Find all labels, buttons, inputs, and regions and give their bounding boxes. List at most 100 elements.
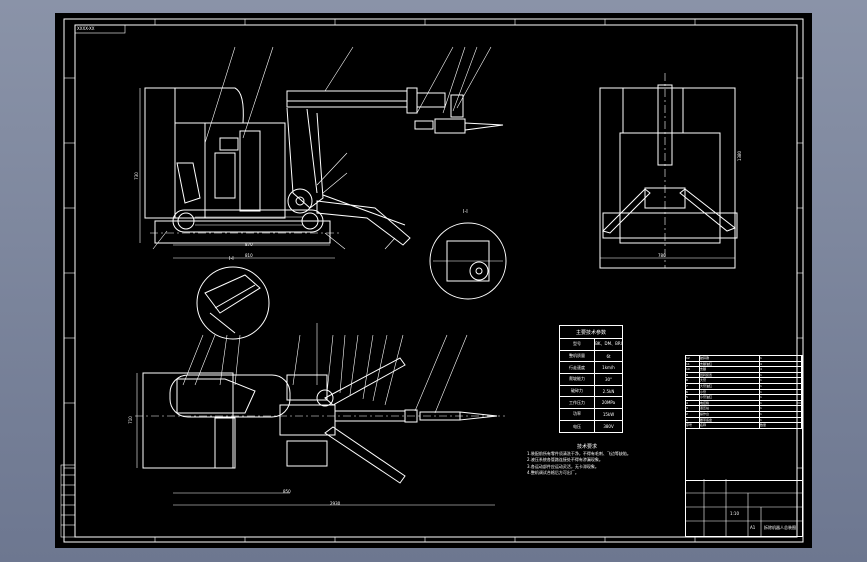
inner-frame xyxy=(74,24,798,538)
table-cell: 9 xyxy=(686,372,700,378)
revision-table xyxy=(60,464,76,538)
top-outrigger-2 xyxy=(324,426,406,484)
note-item: 3.各运动部件应运动灵活，无卡滞现象。 xyxy=(527,463,599,469)
outrigger xyxy=(316,200,411,246)
table-cell: 12 xyxy=(686,356,700,361)
table-cell: 1 xyxy=(760,400,802,406)
dim-top-width: 710 xyxy=(127,416,133,424)
table-cell: 3 xyxy=(686,406,700,411)
dim-front-height: 1380 xyxy=(737,150,743,162)
table-cell: 1 xyxy=(760,406,802,411)
table-cell: 1 xyxy=(760,411,802,417)
title-block-grid xyxy=(686,479,802,536)
table-cell: 7 xyxy=(686,383,700,389)
front-view xyxy=(599,73,738,269)
note-item: 4.整机调试合格后方可出厂。 xyxy=(527,470,579,475)
table-cell: 1 xyxy=(760,383,802,389)
table-cell: 4 xyxy=(686,400,700,406)
parameters-title: 主要技术参数 xyxy=(560,326,622,339)
drawing-sheet-size: A1 xyxy=(750,525,756,530)
dim-top-1: 850 xyxy=(283,489,291,494)
table-cell: 破碎锤 xyxy=(700,356,760,361)
table-cell: 小臂油缸 xyxy=(700,395,760,400)
drawing-name: 拆除机器人总装图 xyxy=(764,525,796,530)
section-label-left: I-I xyxy=(229,256,234,262)
corner-tag: XXXX-XX xyxy=(77,26,95,31)
table-cell: 液压站 xyxy=(700,406,760,411)
table-cell: 名称 xyxy=(700,423,760,428)
table-cell: 电控箱 xyxy=(700,400,760,406)
detail-view-left xyxy=(196,266,270,340)
table-cell: 4 xyxy=(760,367,802,372)
table-cell: 支腿油缸 xyxy=(700,361,760,367)
table-cell: 履带底盘 xyxy=(700,417,760,423)
table-cell: 10 xyxy=(686,367,700,372)
detail-view-right xyxy=(429,222,507,300)
drawing-scale: 1:10 xyxy=(730,511,739,516)
cabin-outline xyxy=(144,87,176,219)
outer-frame xyxy=(63,18,804,543)
note-item: 1.装配前所有零件须清洗干净，不得有毛刺、飞边等缺陷。 xyxy=(527,450,631,456)
table-cell: 1 xyxy=(760,372,802,378)
table-cell: 5 xyxy=(686,395,700,400)
top-view xyxy=(135,323,505,506)
table-cell: 序号 xyxy=(686,423,700,428)
title-block: 拆除机器人总装图 1:10 A1 xyxy=(685,479,803,537)
table-cell: 数量 xyxy=(760,423,802,428)
table-cell: 大臂油缸 xyxy=(700,383,760,389)
table-row: 序号名称数量 xyxy=(686,423,802,429)
table-cell: 操作台 xyxy=(700,411,760,417)
border-ticks xyxy=(64,19,803,542)
table-cell: 4 xyxy=(760,361,802,367)
table-cell: 小臂 xyxy=(700,389,760,395)
drawing-sheet: XXXX-XX I-I I-I 870 810 730 780 1380 850… xyxy=(55,13,812,548)
dim-side-2: 810 xyxy=(245,253,253,258)
top-outrigger-1 xyxy=(324,357,406,406)
dim-top-2: 2930 xyxy=(330,501,341,506)
dim-side-1: 870 xyxy=(245,242,253,247)
dim-side-height: 730 xyxy=(133,172,139,180)
technical-notes: 技术要求 1.装配前所有零件须清洗干净，不得有毛刺、飞边等缺陷。 2.液压系统各… xyxy=(527,444,657,477)
table-cell: 1 xyxy=(760,389,802,395)
dim-front-width: 780 xyxy=(658,253,666,258)
table-cell: 2 xyxy=(686,411,700,417)
table-cell: 11 xyxy=(686,361,700,367)
table-cell: 1 xyxy=(760,356,802,361)
table-cell: 1 xyxy=(760,395,802,400)
boom xyxy=(286,90,408,102)
table-cell: 1 xyxy=(760,417,802,423)
section-label-right: I-I xyxy=(463,209,468,215)
drawing-canvas xyxy=(60,18,804,543)
table-cell: 支腿 xyxy=(700,367,760,372)
table-cell: 6 xyxy=(686,389,700,395)
table-cell: 8 xyxy=(686,378,700,383)
side-view xyxy=(139,46,504,259)
table-cell: 1 xyxy=(760,378,802,383)
notes-title: 技术要求 xyxy=(577,444,598,450)
table-cell: 大臂 xyxy=(700,378,760,383)
corner-tag-box xyxy=(74,24,126,34)
table-cell: 回转装置 xyxy=(700,372,760,378)
